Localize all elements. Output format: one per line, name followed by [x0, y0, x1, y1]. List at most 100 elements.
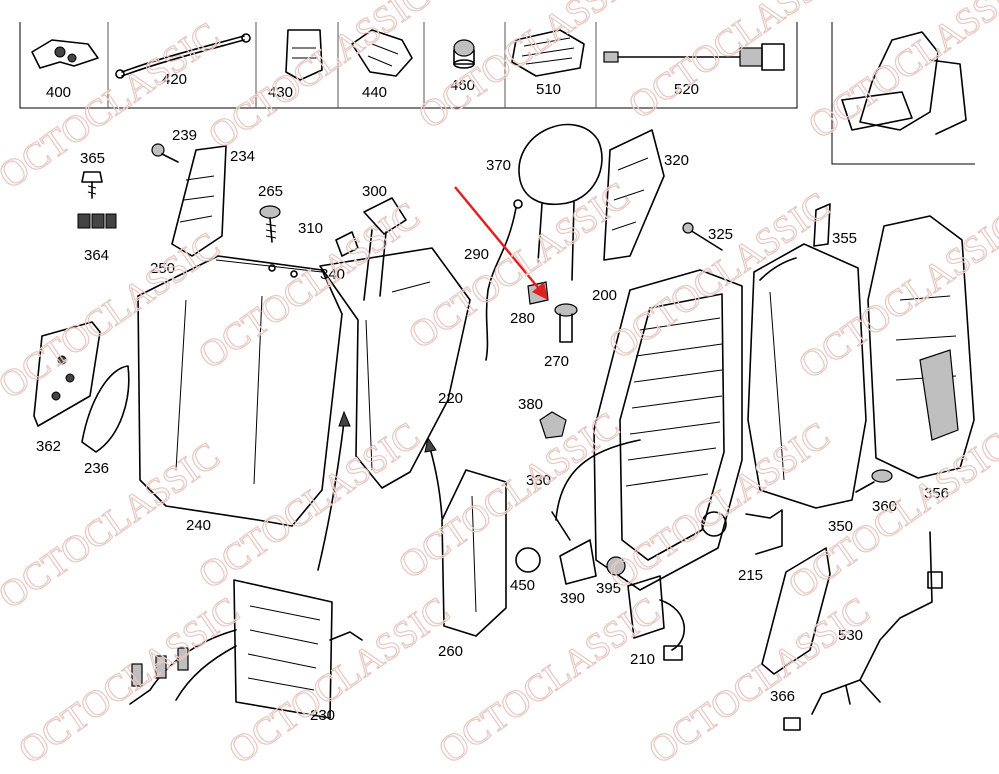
watermark-text: OCTOCLASSIC — [431, 589, 667, 769]
part-510-icon — [511, 29, 585, 77]
watermark-text: OCTOCLASSIC — [401, 174, 637, 357]
part-520-icon — [603, 43, 785, 71]
part-239-screw — [151, 143, 179, 163]
part-270-guide-sleeve — [554, 303, 578, 343]
label-450: 450 — [510, 577, 535, 594]
part-310-guide — [335, 231, 359, 257]
label-230: 230 — [310, 707, 335, 724]
label-220: 220 — [438, 390, 463, 407]
part-300-guide — [363, 197, 407, 301]
watermark-text: OCTOCLASSIC — [411, 0, 647, 137]
label-215: 215 — [738, 567, 763, 584]
label-310: 310 — [298, 220, 323, 237]
part-265-screw — [259, 205, 281, 243]
label-520: 520 — [674, 81, 699, 98]
part-380-knob — [539, 411, 567, 439]
part-366-pad — [761, 547, 831, 675]
header-parts-strip: 400 420 430 440 460 510 520 — [19, 22, 798, 109]
label-236: 236 — [84, 460, 109, 477]
part-420-icon — [115, 33, 251, 79]
watermark-text: OCTOCLASSIC — [201, 0, 437, 157]
assembly-arrows — [317, 257, 797, 571]
label-290: 290 — [464, 246, 489, 263]
label-325: 325 — [708, 226, 733, 243]
watermark-text: OCTOCLASSIC — [191, 414, 427, 597]
label-270: 270 — [544, 353, 569, 370]
label-240: 240 — [186, 517, 211, 534]
part-390-bracket — [559, 539, 597, 585]
part-320-rail — [603, 129, 665, 261]
part-395-gear — [606, 556, 626, 576]
part-220-rear-shell — [319, 247, 471, 489]
label-300: 300 — [362, 183, 387, 200]
part-440-icon — [351, 29, 413, 77]
watermark-text: OCTOCLASSIC — [801, 0, 999, 147]
watermark-text: OCTOCLASSIC — [11, 589, 247, 769]
part-400-icon — [31, 39, 99, 69]
label-330: 330 — [526, 472, 551, 489]
label-340: 340 — [320, 266, 345, 283]
part-330-lever — [555, 439, 641, 521]
part-labels: 365 239 234 364 265 250 300 310 340 370 … — [36, 127, 949, 724]
part-530-harness — [783, 531, 943, 731]
label-510: 510 — [536, 81, 561, 98]
label-362: 362 — [36, 438, 61, 455]
label-366: 366 — [770, 688, 795, 705]
label-430: 430 — [268, 84, 293, 101]
part-290-cable — [485, 199, 523, 361]
part-365-screw — [81, 171, 103, 199]
label-350: 350 — [828, 518, 853, 535]
part-236-pad — [81, 365, 130, 453]
label-530: 530 — [838, 627, 863, 644]
part-325-screw — [682, 222, 723, 251]
watermark-text: OCTOCLASSIC — [641, 589, 877, 769]
label-400: 400 — [46, 84, 71, 101]
seat-thumbnail — [831, 22, 975, 165]
label-360: 360 — [872, 498, 897, 515]
part-370-headrest — [518, 123, 603, 281]
label-234: 234 — [230, 148, 255, 165]
label-420: 420 — [162, 71, 187, 88]
part-360-screw — [855, 469, 893, 493]
watermark-text: OCTOCLASSIC — [0, 224, 227, 407]
label-280: 280 — [510, 310, 535, 327]
label-356: 356 — [924, 485, 949, 502]
part-210-motor — [627, 575, 685, 661]
label-210: 210 — [630, 651, 655, 668]
watermark-text: OCTOCLASSIC — [0, 14, 227, 197]
part-260-side-trim — [441, 469, 507, 637]
part-355-clip — [813, 203, 831, 247]
label-200: 200 — [592, 287, 617, 304]
part-430-icon — [285, 29, 323, 81]
part-356-side-panel — [867, 215, 975, 479]
part-250-side-trim — [171, 145, 227, 257]
part-460-icon — [453, 39, 475, 69]
part-240-cushion — [137, 255, 343, 527]
part-350-back-panel — [747, 243, 867, 509]
label-365: 365 — [80, 150, 105, 167]
highlight-arrow — [454, 186, 548, 300]
label-380: 380 — [518, 396, 543, 413]
part-364-clip-set — [77, 213, 117, 229]
watermark-text: OCTOCLASSIC — [791, 204, 999, 387]
label-390: 390 — [560, 590, 585, 607]
watermark-text: OCTOCLASSIC — [601, 184, 837, 367]
label-239: 239 — [172, 127, 197, 144]
label-250: 250 — [150, 260, 175, 277]
part-450-cap — [515, 547, 541, 573]
label-460: 460 — [450, 77, 475, 94]
label-395: 395 — [596, 580, 621, 597]
part-362-control-panel — [33, 321, 101, 427]
label-260: 260 — [438, 643, 463, 660]
part-200-backrest-frame — [593, 269, 743, 591]
label-440: 440 — [362, 84, 387, 101]
part-230-heating-mat — [129, 579, 363, 719]
watermark-text: OCTOCLASSIC — [391, 404, 627, 587]
label-364: 364 — [84, 247, 109, 264]
part-215-rod — [745, 509, 783, 555]
label-355: 355 — [832, 230, 857, 247]
label-320: 320 — [664, 152, 689, 169]
